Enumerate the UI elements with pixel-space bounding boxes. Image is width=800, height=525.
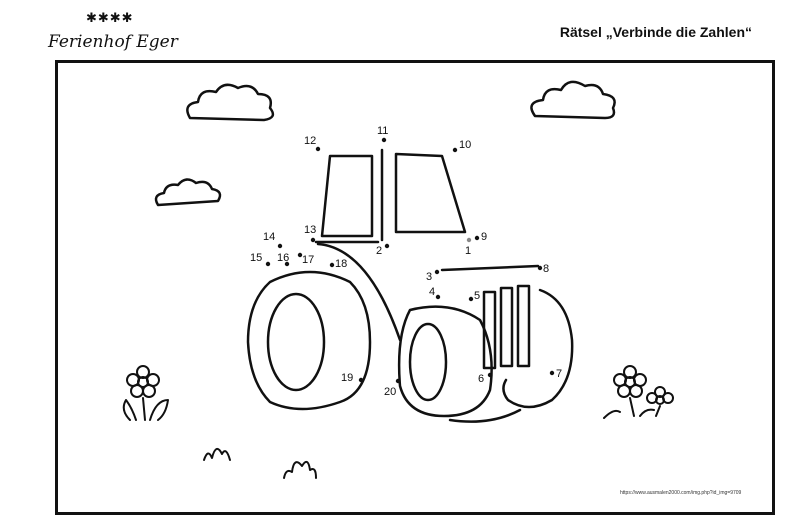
grille-bar xyxy=(499,286,514,368)
cloud-icon xyxy=(186,83,275,122)
dot-label: 5 xyxy=(474,290,480,302)
dot-7 xyxy=(549,370,555,376)
cloud-icon xyxy=(154,178,222,207)
dot-label: 10 xyxy=(459,139,471,151)
dot-16 xyxy=(284,261,290,267)
dot-11 xyxy=(381,137,387,143)
dot-label: 2 xyxy=(376,245,382,257)
dot-label: 8 xyxy=(543,263,549,275)
rear-wheel xyxy=(246,270,372,411)
source-url: https://www.ausmalen2000.com/img.php?id_… xyxy=(620,490,742,496)
dot-label: 9 xyxy=(481,231,487,243)
dot-label: 19 xyxy=(341,372,353,384)
grille-bar xyxy=(516,284,531,368)
dot-10 xyxy=(452,147,458,153)
dot-2 xyxy=(384,243,390,249)
dot-15 xyxy=(265,261,271,267)
dot-8 xyxy=(537,265,543,271)
front-wheel xyxy=(397,305,493,418)
dot-18 xyxy=(329,262,335,268)
dot-6 xyxy=(487,372,493,378)
dot-label: 6 xyxy=(478,373,484,385)
dot-label: 20 xyxy=(384,386,396,398)
dot-13 xyxy=(310,237,316,243)
dot-label: 16 xyxy=(277,252,289,264)
rear-wheel-hub xyxy=(266,292,326,392)
flower-icon xyxy=(122,365,169,421)
dot-label: 18 xyxy=(335,258,347,270)
dot-label: 4 xyxy=(429,286,435,298)
dot-19 xyxy=(358,377,364,383)
cab-window-right xyxy=(394,152,467,234)
dot-20 xyxy=(395,378,401,384)
dot-3 xyxy=(434,269,440,275)
dot-label: 3 xyxy=(426,271,432,283)
dot-label: 17 xyxy=(302,254,314,266)
dot-4 xyxy=(435,294,441,300)
dot-label: 13 xyxy=(304,224,316,236)
flower-icon xyxy=(603,365,674,419)
dot-9 xyxy=(474,235,480,241)
dot-5 xyxy=(468,296,474,302)
dot-label: 1 xyxy=(465,245,471,257)
dot-12 xyxy=(315,146,321,152)
dot-label: 15 xyxy=(250,252,262,264)
worksheet-frame xyxy=(55,60,775,515)
dot-label: 7 xyxy=(556,368,562,380)
cab-window-left xyxy=(320,154,374,238)
dot-label: 14 xyxy=(263,231,275,243)
grille-bar xyxy=(482,290,497,370)
dot-17 xyxy=(297,252,303,258)
dot-1 xyxy=(466,237,472,243)
dot-label: 12 xyxy=(304,135,316,147)
logo-text: Ferienhof Eger xyxy=(48,32,178,52)
grass-icon xyxy=(203,447,317,479)
logo-stars-icon: ✱✱✱✱ xyxy=(86,10,134,25)
front-wheel-hub xyxy=(408,322,448,402)
cloud-icon xyxy=(530,80,616,120)
page-title: Rätsel „Verbinde die Zahlen“ xyxy=(559,24,752,40)
dot-label: 11 xyxy=(377,125,388,137)
dot-14 xyxy=(277,243,283,249)
logo: ✱✱✱✱ Ferienhof Eger xyxy=(48,10,178,58)
